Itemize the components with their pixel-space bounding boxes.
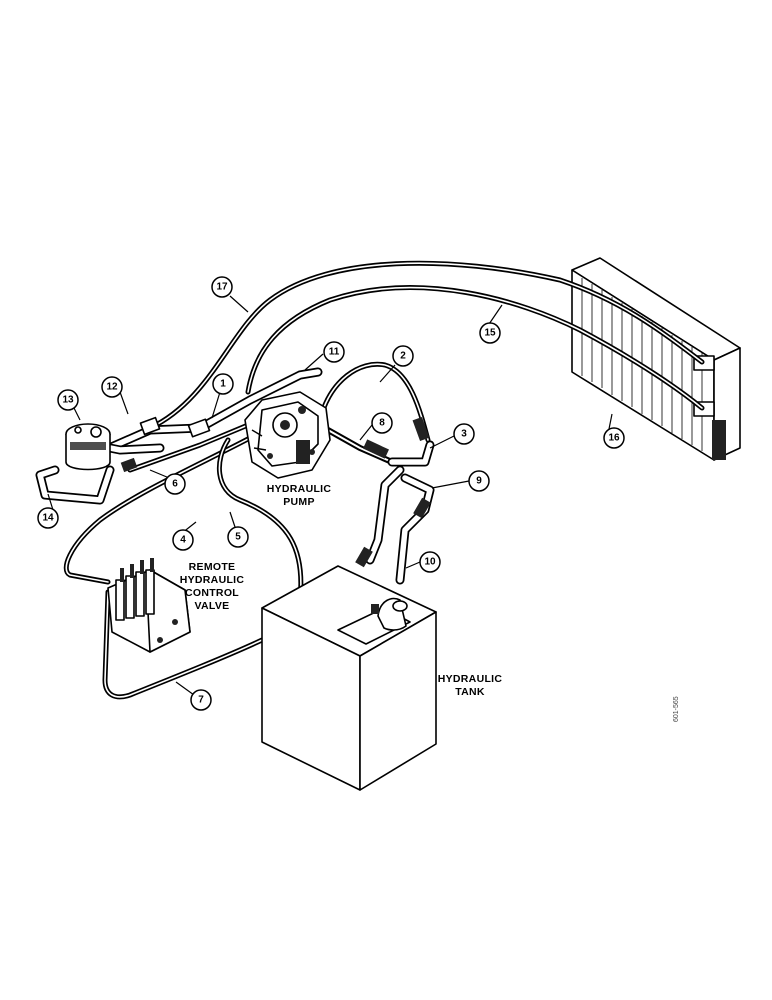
valve-label-line-3: CONTROL — [185, 587, 239, 599]
valve-label-line-4: VALVE — [195, 600, 230, 612]
callout-label: 15 — [484, 328, 496, 339]
callout-8: 8 — [371, 412, 393, 434]
callout-9: 9 — [468, 470, 490, 492]
callout-label: 1 — [220, 379, 226, 390]
callout-label: 8 — [379, 418, 385, 429]
callout-14: 14 — [37, 507, 59, 529]
callout-label: 11 — [329, 347, 340, 358]
callout-12: 12 — [101, 376, 123, 398]
callout-label: 16 — [608, 433, 620, 444]
callout-2: 2 — [392, 345, 414, 367]
callout-label: 4 — [180, 535, 186, 546]
callout-11: 11 — [323, 341, 345, 363]
callout-label: 9 — [476, 476, 482, 487]
callout-label: 13 — [62, 395, 74, 406]
callout-label: 2 — [400, 351, 406, 362]
pump-label-line-2: PUMP — [283, 496, 315, 508]
valve-label-line-2: HYDRAULIC — [180, 574, 245, 586]
valve-label-line-1: REMOTE — [189, 561, 236, 573]
tank-label-line-1: HYDRAULIC — [438, 673, 503, 685]
callout-4: 4 — [172, 529, 194, 551]
tank-label: HYDRAULIC TANK — [438, 673, 503, 698]
tank-label-line-2: TANK — [455, 686, 485, 698]
callout-label: 10 — [424, 557, 436, 568]
callout-13: 13 — [57, 389, 79, 411]
hydraulic-pump — [244, 391, 331, 479]
callout-15: 15 — [479, 322, 501, 344]
callout-6: 6 — [164, 473, 186, 495]
callout-16: 16 — [603, 427, 625, 449]
callout-17: 17 — [211, 276, 233, 298]
callout-label: 12 — [106, 382, 118, 393]
callout-label: 7 — [198, 695, 204, 706]
callout-5: 5 — [227, 526, 249, 548]
hydraulic-filter — [65, 423, 111, 471]
callout-1: 1 — [212, 373, 234, 395]
callout-label: 5 — [235, 532, 241, 543]
callout-label: 14 — [42, 513, 54, 524]
callout-10: 10 — [419, 551, 441, 573]
valve-label: REMOTE HYDRAULIC CONTROL VALVE — [180, 561, 245, 612]
callout-label: 6 — [172, 479, 178, 490]
callout-3: 3 — [453, 423, 475, 445]
reference-code: 601-565 — [673, 696, 680, 722]
callout-label: 3 — [461, 429, 467, 440]
hydraulic-tank — [261, 565, 437, 791]
hoses — [35, 260, 705, 700]
oil-cooler — [571, 257, 741, 461]
callout-label: 17 — [216, 282, 228, 293]
callout-7: 7 — [190, 689, 212, 711]
pump-label: HYDRAULIC PUMP — [267, 483, 332, 508]
pump-label-line-1: HYDRAULIC — [267, 483, 332, 495]
remote-control-valve — [107, 558, 191, 653]
